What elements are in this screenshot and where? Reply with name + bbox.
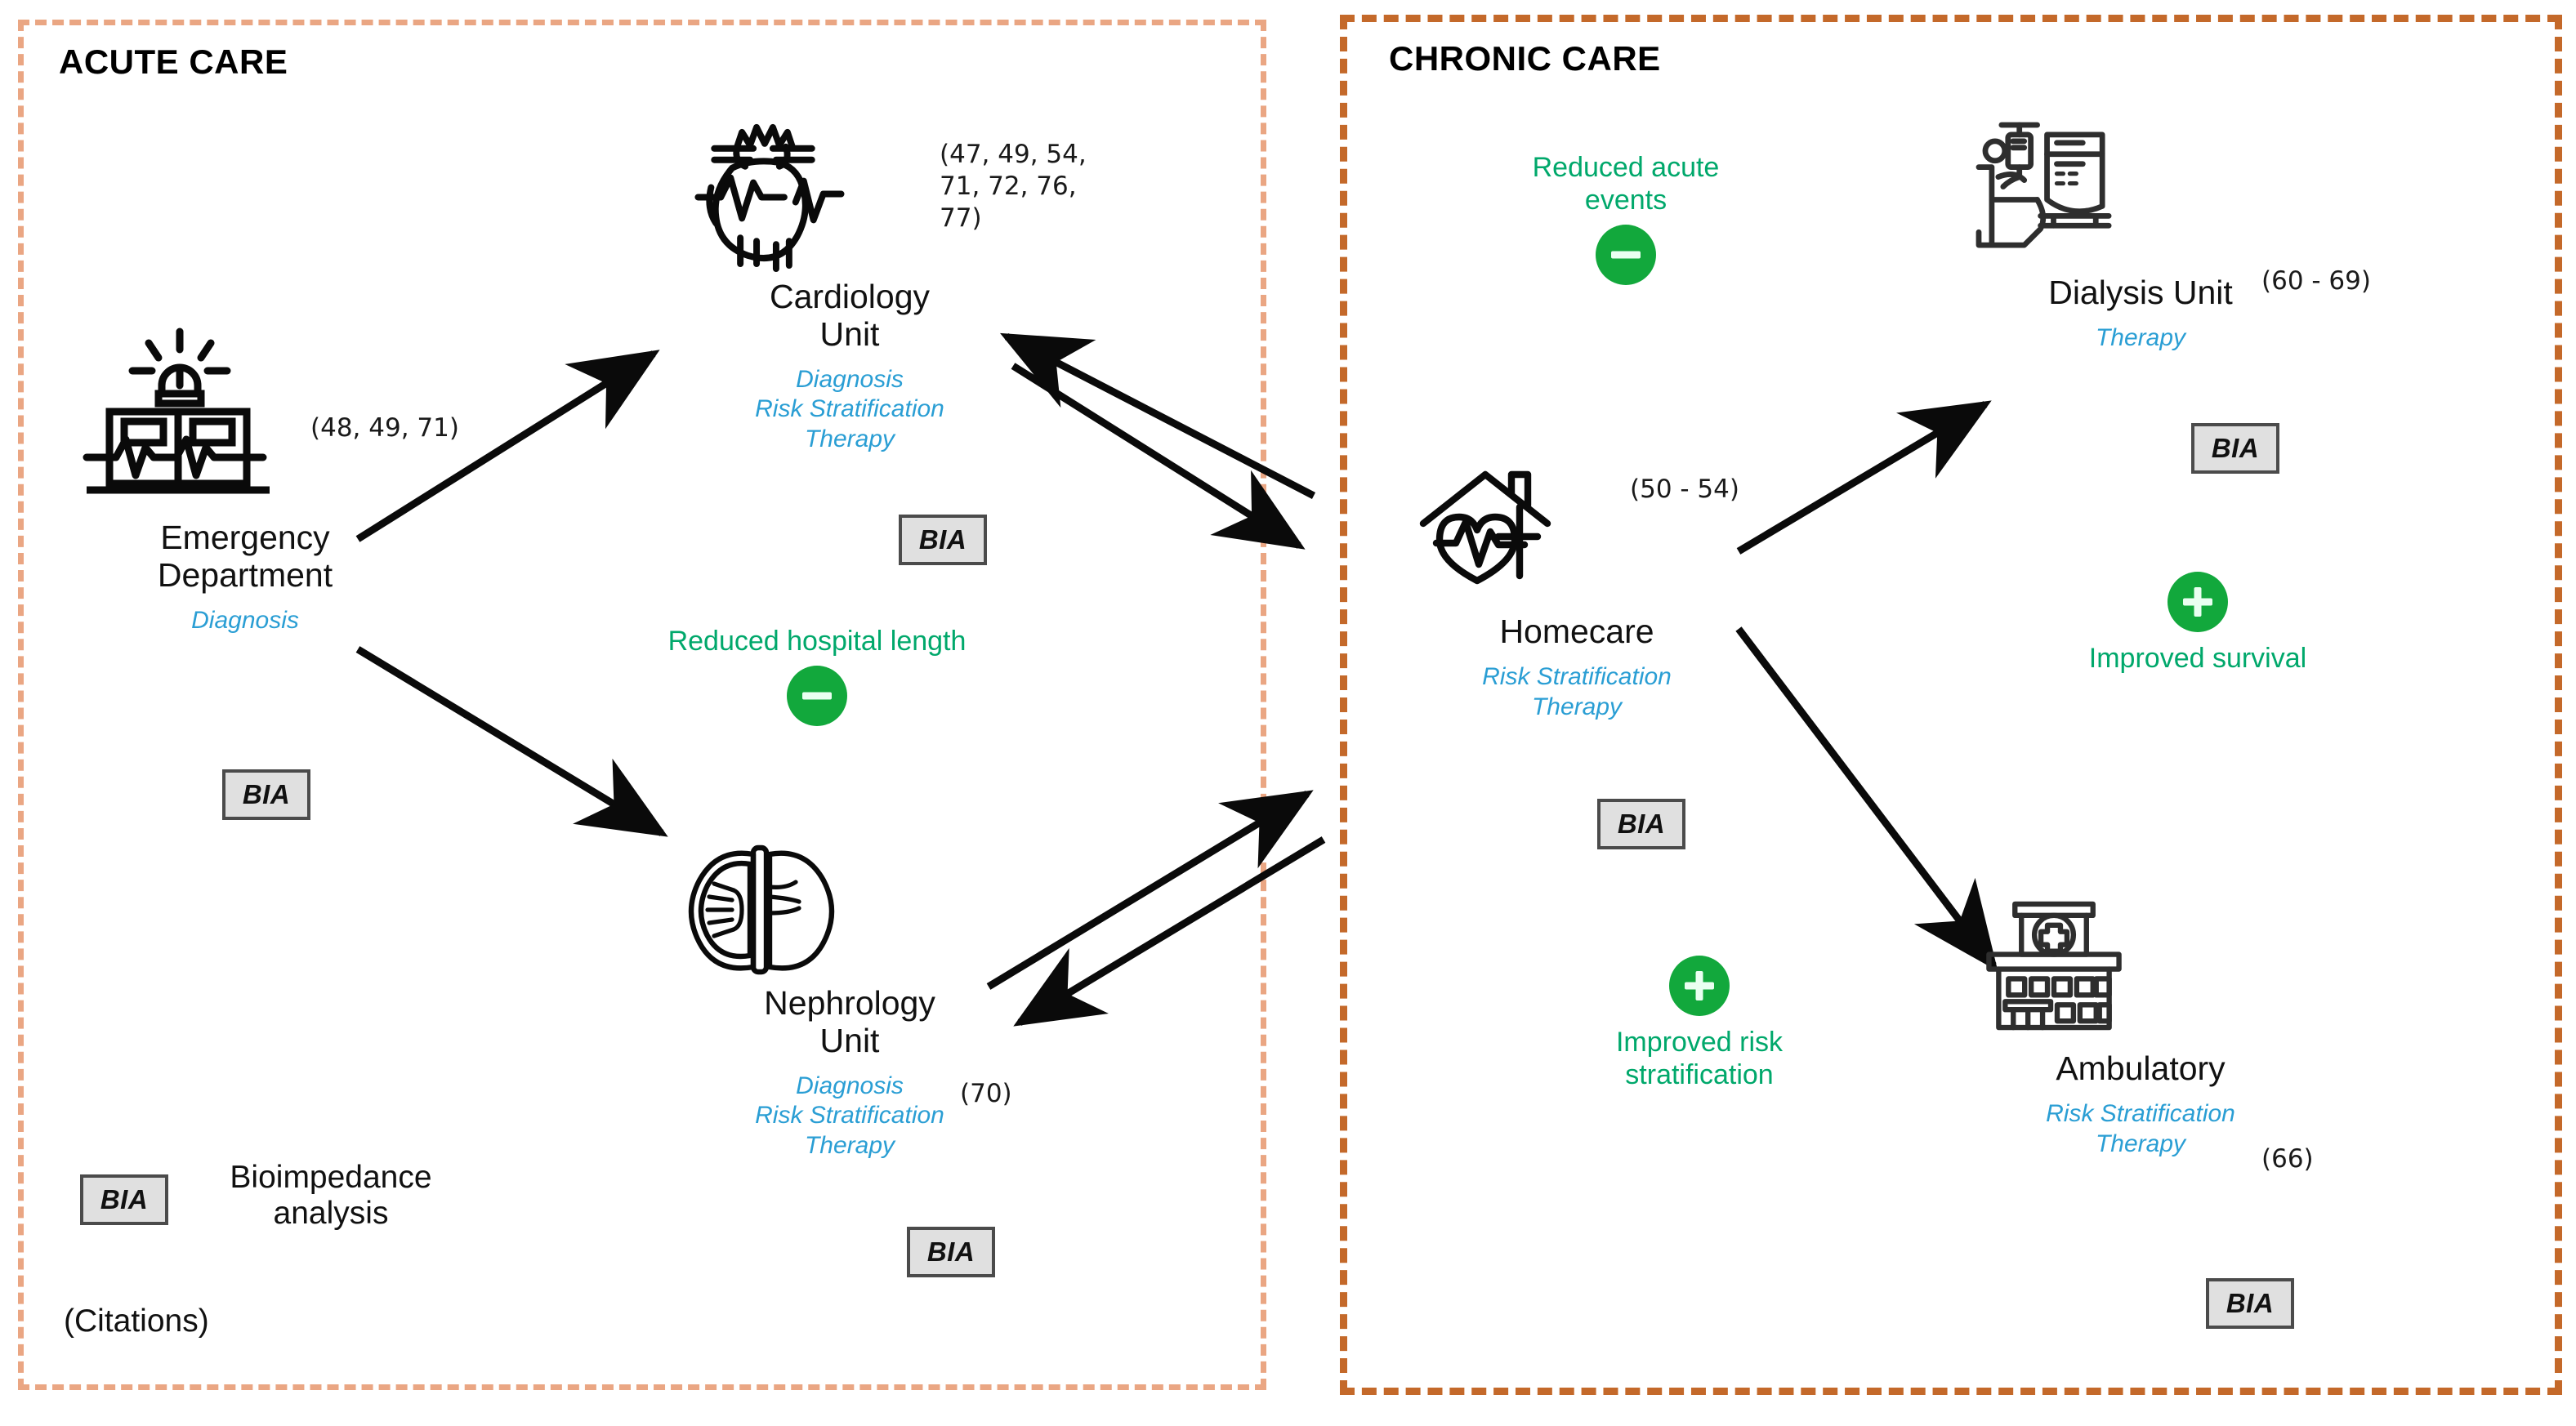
legend-bia-chip: BIA — [80, 1174, 168, 1225]
minus-badge-icon — [1596, 225, 1656, 286]
house-heartbeat-icon — [1413, 461, 1740, 608]
clinic-building-icon — [1969, 894, 2312, 1045]
outcome-reduced-hospital-length-text: Reduced hospital length — [667, 626, 967, 657]
minus-badge-icon — [787, 666, 847, 727]
outcome-reduced-acute-events-text: Reduced acute events — [1532, 152, 1720, 216]
outcome-reduced-acute-events: Reduced acute events — [1471, 151, 1781, 286]
node-cardiology-label: Cardiology Unit — [770, 278, 930, 353]
node-nephrology-label: Nephrology Unit — [764, 984, 935, 1059]
chronic-care-panel — [1340, 15, 2562, 1395]
outcome-improved-risk-stratification: Improved risk stratification — [1528, 956, 1871, 1091]
node-nephrology-unit[interactable]: Nephrology Unit Diagnosis Risk Stratific… — [678, 841, 1021, 1161]
node-emergency-department[interactable]: Emergency Department Diagnosis — [74, 327, 417, 635]
bia-chip-homecare[interactable]: BIA — [1597, 799, 1685, 849]
citation-ambulatory: (66) — [2261, 1144, 2314, 1174]
bia-chip-dialysis[interactable]: BIA — [2191, 423, 2279, 474]
bia-chip-emergency[interactable]: BIA — [222, 769, 310, 820]
node-cardiology-roles: Diagnosis Risk Stratification Therapy — [755, 365, 944, 452]
plus-badge-icon — [2168, 572, 2228, 632]
emergency-siren-monitor-icon — [74, 327, 417, 515]
node-homecare-roles: Risk Stratification Therapy — [1482, 662, 1672, 720]
node-dialysis-unit[interactable]: Dialysis Unit Therapy — [1969, 118, 2312, 354]
kidney-icon — [678, 841, 1021, 980]
dialysis-patient-machine-icon — [1969, 118, 2312, 270]
acute-care-title: ACUTE CARE — [59, 42, 288, 81]
legend-citations-text: (Citations) — [64, 1303, 209, 1339]
heart-ecg-icon — [678, 114, 1021, 274]
node-dialysis-roles: Therapy — [2095, 323, 2186, 351]
minus-glyph — [1611, 251, 1641, 259]
minus-glyph — [802, 692, 832, 700]
plus-glyph-vertical — [1695, 971, 1703, 1000]
outcome-improved-survival-text: Improved survival — [2088, 643, 2307, 674]
node-ambulatory[interactable]: Ambulatory Risk Stratification Therapy — [1969, 894, 2312, 1159]
outcome-reduced-hospital-length: Reduced hospital length — [605, 625, 1029, 727]
legend-bia-text: Bioimpedance analysis — [230, 1160, 432, 1231]
citation-cardiology: (47, 49, 54, 71, 72, 76, 77) — [940, 140, 1087, 233]
citation-homecare: (50 - 54) — [1630, 475, 1739, 504]
node-dialysis-label: Dialysis Unit — [2048, 274, 2233, 311]
bia-chip-nephrology[interactable]: BIA — [907, 1227, 995, 1277]
node-ambulatory-roles: Risk Stratification Therapy — [2046, 1099, 2235, 1157]
citation-dialysis: (60 - 69) — [2261, 266, 2371, 296]
node-nephrology-roles: Diagnosis Risk Stratification Therapy — [755, 1072, 944, 1159]
acute-care-panel — [18, 20, 1266, 1390]
plus-badge-icon — [1669, 956, 1730, 1016]
bia-chip-cardiology[interactable]: BIA — [899, 515, 987, 565]
node-cardiology-unit[interactable]: Cardiology Unit Diagnosis Risk Stratific… — [678, 114, 1021, 455]
plus-glyph-vertical — [2194, 587, 2202, 617]
outcome-improved-risk-stratification-text: Improved risk stratification — [1615, 1027, 1784, 1091]
chronic-care-title: CHRONIC CARE — [1389, 39, 1661, 78]
node-ambulatory-label: Ambulatory — [2056, 1049, 2226, 1087]
node-homecare-label: Homecare — [1499, 613, 1654, 650]
outcome-improved-survival: Improved survival — [2026, 572, 2369, 675]
bia-chip-ambulatory[interactable]: BIA — [2206, 1278, 2294, 1329]
node-emergency-label: Emergency Department — [157, 519, 333, 594]
node-homecare[interactable]: Homecare Risk Stratification Therapy — [1413, 461, 1740, 722]
citation-emergency: (48, 49, 71) — [310, 413, 459, 443]
node-emergency-roles: Diagnosis — [191, 606, 299, 634]
citation-nephrology: (70) — [960, 1079, 1012, 1108]
